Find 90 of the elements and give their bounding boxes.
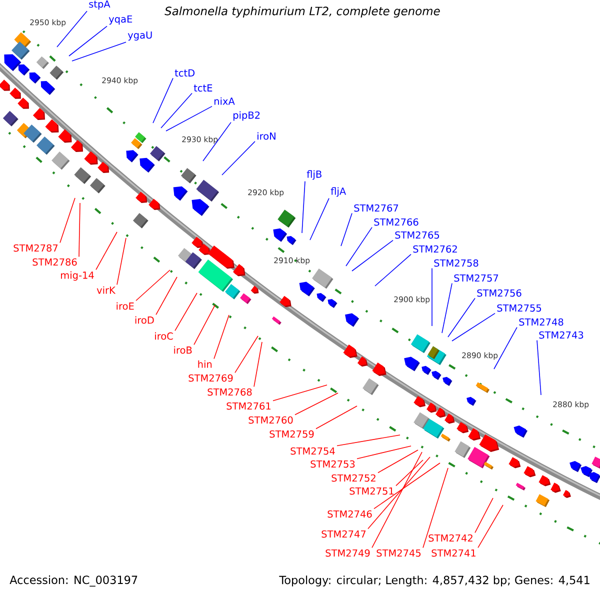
leader-line	[302, 180, 306, 234]
gene-label: hin	[198, 360, 212, 368]
leader-line	[136, 270, 170, 302]
leader-line	[72, 42, 126, 62]
gene-label: STM2747	[322, 530, 366, 538]
gene-label: iroD	[135, 316, 154, 324]
leader-line	[68, 26, 108, 56]
gene-label: iroE	[116, 302, 134, 310]
gene-label: STM2756	[477, 289, 522, 297]
leader-line	[346, 226, 372, 266]
gene-label: mig-14	[61, 271, 94, 281]
leader-line	[116, 238, 126, 286]
leader-line	[452, 312, 496, 342]
leader-line	[194, 304, 216, 346]
gene-label: STM2787	[14, 244, 58, 252]
gene-label: STM2760	[248, 416, 293, 424]
leader-line	[214, 314, 230, 360]
leader-line	[294, 392, 338, 416]
leader-line	[374, 254, 412, 286]
gene-label: fljB	[306, 170, 322, 180]
gene-label: iroC	[155, 332, 173, 340]
leader-line	[316, 406, 358, 430]
leader-line	[442, 282, 452, 334]
gene-label: yqaE	[108, 15, 132, 25]
gene-label: STM2766	[374, 218, 418, 226]
leader-line	[272, 384, 328, 402]
gene-label: STM2761	[226, 402, 270, 410]
leader-line	[352, 240, 394, 272]
gene-label: stpA	[89, 0, 110, 10]
leader-line	[160, 92, 192, 128]
leader-line	[378, 450, 418, 474]
gene-label: STM2768	[208, 388, 252, 396]
gene-label: iroB	[174, 346, 192, 354]
leader-line	[78, 202, 80, 258]
gene-label: pipB2	[233, 111, 260, 121]
gene-label: STM2762	[413, 245, 457, 253]
gene-label: STM2748	[519, 318, 564, 326]
gene-label: iroN	[258, 132, 276, 140]
leader-line	[368, 456, 430, 530]
leader-line	[336, 434, 400, 446]
gene-label: nixA	[214, 97, 235, 105]
gene-label: STM2753	[310, 460, 355, 468]
gene-label: STM2769	[188, 374, 233, 382]
leader-line	[478, 504, 504, 548]
leader-line	[60, 198, 76, 244]
gene-label: STM2749	[326, 549, 370, 557]
leader-line	[166, 106, 212, 132]
gene-label: STM2746	[328, 510, 372, 518]
title: Salmonella typhimurium LT2, complete genome	[164, 6, 440, 18]
gene-label: tctE	[194, 84, 212, 92]
gene-label: STM2742	[428, 534, 472, 542]
gene-label: STM2745	[376, 549, 421, 557]
leader-line	[202, 122, 232, 162]
leader-line	[422, 468, 448, 548]
leader-line	[222, 140, 256, 176]
gene-label: STM2786	[32, 258, 77, 266]
leader-line	[254, 342, 262, 388]
leader-line	[340, 212, 352, 246]
leader-line	[96, 232, 118, 270]
leader-line	[156, 276, 178, 316]
leader-line	[396, 460, 424, 486]
gene-label: STM2758	[434, 259, 478, 267]
gene-label: STM2741	[432, 549, 476, 557]
leader-line	[494, 326, 518, 370]
leader-line	[474, 498, 494, 534]
leader-line	[448, 298, 476, 338]
leader-line	[310, 198, 330, 240]
gene-label: virK	[96, 286, 116, 294]
leader-line	[536, 340, 542, 396]
leader-line	[372, 452, 422, 548]
leader-line	[234, 336, 258, 374]
gene-label: fljA	[330, 187, 346, 197]
leader-line	[152, 78, 174, 124]
gene-label: STM2754	[290, 447, 335, 455]
gene-label: STM2752	[332, 474, 376, 482]
leader-line	[374, 462, 440, 510]
footer-text: Accession: NC_003197	[10, 575, 138, 587]
leader-line	[174, 292, 198, 332]
gene-label: ygaU	[128, 31, 152, 41]
gene-label: STM2765	[395, 231, 440, 239]
gene-label: tctD	[174, 69, 194, 77]
leader-line	[356, 446, 412, 460]
footer-text: Topology: circular; Length: 4,857,432 bp; Genes: 4,541	[279, 576, 590, 586]
leader-line	[56, 10, 88, 48]
gene-label: STM2757	[454, 274, 498, 282]
gene-label: STM2759	[270, 430, 314, 438]
gene-label: STM2743	[539, 331, 584, 339]
gene-label: STM2755	[497, 304, 542, 312]
gene-label: STM2751	[350, 487, 394, 495]
gene-label: STM2767	[354, 204, 398, 212]
